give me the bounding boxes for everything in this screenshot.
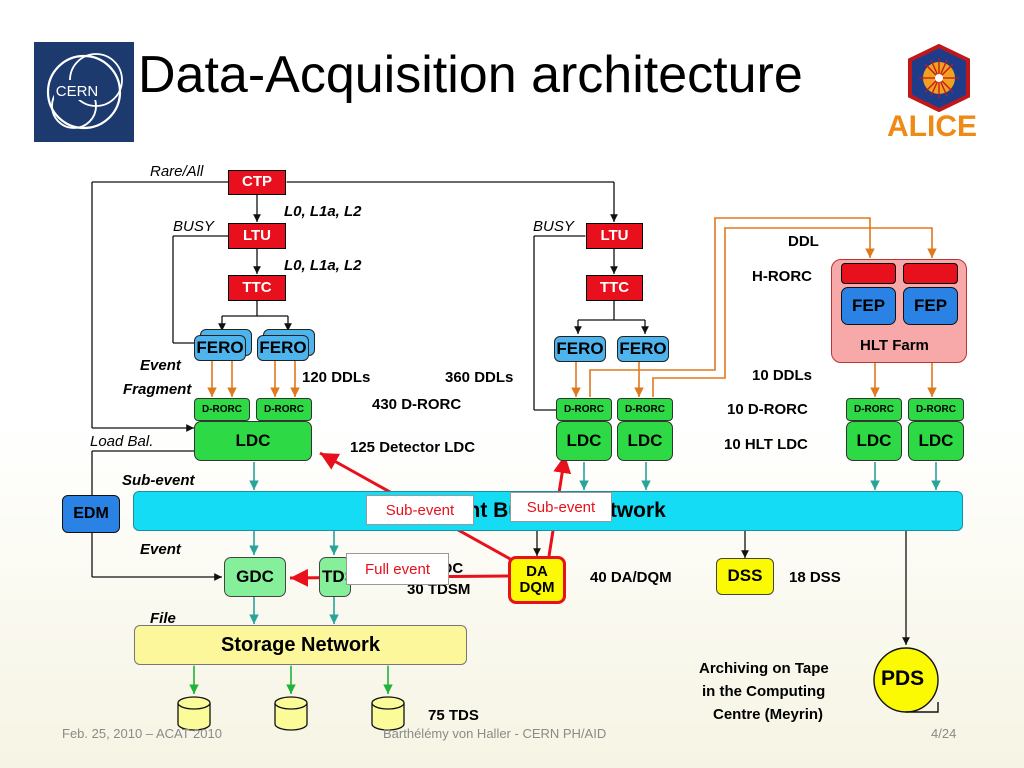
sub-event-label: Sub-event xyxy=(122,472,195,489)
busy-label-right: BUSY xyxy=(533,218,574,235)
slide-title: Data-Acquisition architecture xyxy=(138,46,803,104)
fero-box-2[interactable]: FERO xyxy=(257,335,309,361)
sub-event-callout-2: Sub-event xyxy=(510,492,612,522)
h-rorc-box-2 xyxy=(903,263,958,284)
d-rorc-box-2[interactable]: D-RORC xyxy=(256,398,312,421)
d-rorc-box-5[interactable]: D-RORC xyxy=(846,398,902,421)
fero-box-3[interactable]: FERO xyxy=(554,336,606,362)
alice-wordmark: ALICE xyxy=(887,110,977,143)
ldc-box-1[interactable]: LDC xyxy=(194,421,312,461)
ddls-10-label: 10 DDLs xyxy=(752,367,813,384)
fero-box-1[interactable]: FERO xyxy=(194,335,246,361)
tds-75-label: 75 TDS xyxy=(428,707,479,724)
ttc-box-right[interactable]: TTC xyxy=(586,275,643,301)
ldc-box-2[interactable]: LDC xyxy=(556,421,612,461)
event-fragment-label-2: Fragment xyxy=(123,381,192,398)
event-fragment-label-1: Event xyxy=(140,357,181,374)
fero-box-4[interactable]: FERO xyxy=(617,336,669,362)
busy-label-left: BUSY xyxy=(173,218,214,235)
ldc-box-3[interactable]: LDC xyxy=(617,421,673,461)
dss-18-label: 18 DSS xyxy=(789,569,841,586)
full-event-callout: Full event xyxy=(346,553,449,585)
sub-event-callout-1: Sub-event xyxy=(366,495,474,525)
ttc-box-left[interactable]: TTC xyxy=(228,275,286,301)
archiving-line-1: Archiving on Tape xyxy=(699,660,829,677)
load-bal-label: Load Bal. xyxy=(90,433,154,450)
tds-box[interactable]: TDS xyxy=(319,557,351,597)
detector-ldc-125-label: 125 Detector LDC xyxy=(350,439,476,456)
hlt-ldc-10-label: 10 HLT LDC xyxy=(724,436,808,453)
fep-box-2[interactable]: FEP xyxy=(903,287,958,325)
svg-text:CERN: CERN xyxy=(56,83,99,100)
l0-l1a-l2-label-2: L0, L1a, L2 xyxy=(284,257,362,274)
gdc-box[interactable]: GDC xyxy=(224,557,286,597)
l0-l1a-l2-label-1: L0, L1a, L2 xyxy=(284,203,362,220)
ddls-360-label: 360 DDLs xyxy=(445,369,514,386)
da-dqm-40-label: 40 DA/DQM xyxy=(590,569,672,586)
footer-author: Barthélémy von Haller - CERN PH/AID xyxy=(383,726,607,741)
alice-logo xyxy=(898,43,980,113)
ltu-box-left[interactable]: LTU xyxy=(228,223,286,249)
ldc-box-5[interactable]: LDC xyxy=(908,421,964,461)
d-rorc-box-4[interactable]: D-RORC xyxy=(617,398,673,421)
d-rorc-box-6[interactable]: D-RORC xyxy=(908,398,964,421)
h-rorc-label: H-RORC xyxy=(752,268,812,285)
archiving-line-2: in the Computing xyxy=(702,683,826,700)
d-rorc-10-label: 10 D-RORC xyxy=(727,401,808,418)
event-label: Event xyxy=(140,541,181,558)
archiving-line-3: Centre (Meyrin) xyxy=(713,706,824,723)
fep-box-1[interactable]: FEP xyxy=(841,287,896,325)
ldc-box-4[interactable]: LDC xyxy=(846,421,902,461)
h-rorc-box-1 xyxy=(841,263,896,284)
ddls-120-label: 120 DDLs xyxy=(302,369,371,386)
rare-all-label: Rare/All xyxy=(150,163,204,180)
footer-page: 4/24 xyxy=(931,726,957,741)
da-dqm-box[interactable]: DA DQM xyxy=(508,556,566,604)
ctp-box[interactable]: CTP xyxy=(228,170,286,195)
dss-box[interactable]: DSS xyxy=(716,558,774,595)
tdsm-30-label: 30 TDSM xyxy=(407,581,471,598)
hlt-farm-label: HLT Farm xyxy=(860,337,929,354)
d-rorc-box-3[interactable]: D-RORC xyxy=(556,398,612,421)
da-label: DA xyxy=(526,562,548,580)
pds-tape-shape xyxy=(873,647,939,713)
storage-network[interactable]: Storage Network xyxy=(134,625,467,665)
file-label: File xyxy=(150,610,176,627)
d-rorc-430-label: 430 D-RORC xyxy=(372,396,462,413)
ltu-box-right[interactable]: LTU xyxy=(586,223,643,249)
dqm-label: DQM xyxy=(519,579,555,596)
cern-logo: CERN xyxy=(34,42,134,142)
d-rorc-box-1[interactable]: D-RORC xyxy=(194,398,250,421)
edm-box[interactable]: EDM xyxy=(62,495,120,533)
pds-label[interactable]: PDS xyxy=(881,667,925,690)
ddl-label: DDL xyxy=(788,233,819,250)
footer-date: Feb. 25, 2010 – ACAT 2010 xyxy=(62,726,222,741)
